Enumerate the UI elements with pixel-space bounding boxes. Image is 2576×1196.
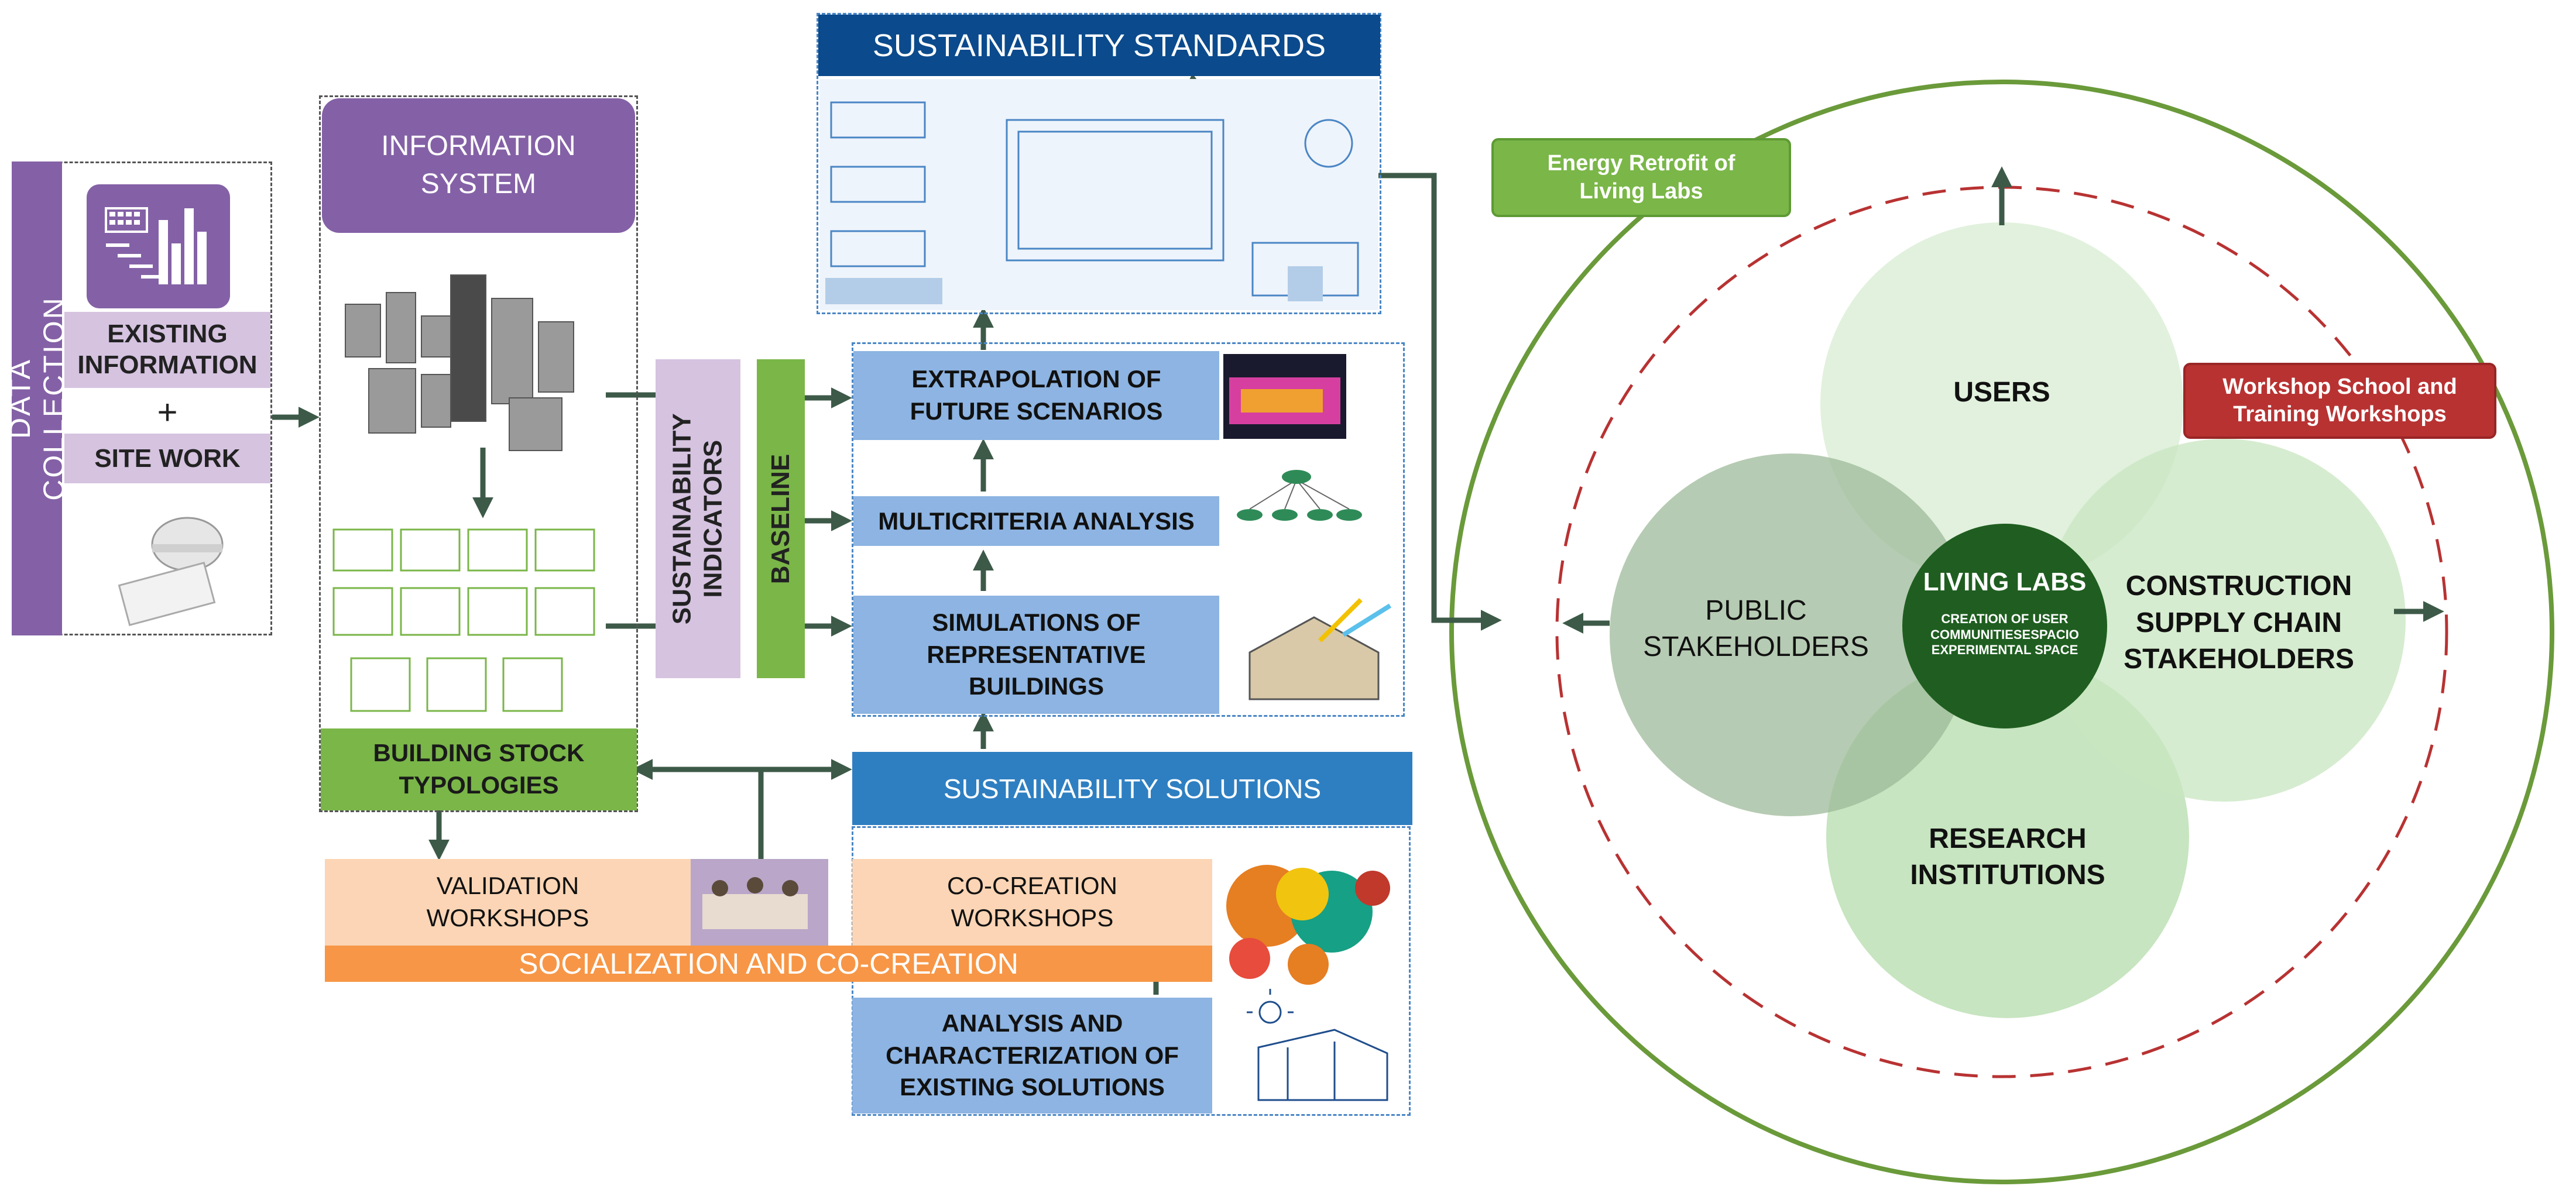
simulations-box: SIMULATIONS OF REPRESENTATIVE BUILDINGS — [853, 596, 1219, 714]
simulation-thumbnail — [1226, 594, 1402, 714]
sustainability-indicators-label: SUSTAINABILITY INDICATORS — [667, 413, 728, 624]
existing-solutions-sketch — [1217, 989, 1405, 1112]
public-circle — [1610, 453, 1973, 816]
chart-icon-tile — [87, 184, 230, 308]
living-labs-center-circle — [1902, 524, 2107, 728]
arrow-standards-to-living-lab — [1367, 173, 1502, 631]
plus-sign: + — [157, 392, 178, 432]
sustainability-standards-title: SUSTAINABILITY STANDARDS — [818, 15, 1380, 76]
city-blocks-image — [345, 274, 574, 451]
validation-workshops-box: VALIDATION WORKSHOPS — [325, 859, 691, 946]
users-circle — [1820, 222, 2183, 585]
living-labs-center-title: LIVING LABS — [1923, 568, 2087, 596]
construction-circle — [2043, 439, 2406, 802]
data-collection-label: DATA COLLECTION — [4, 296, 71, 501]
baseline-bar: BASELINE — [757, 359, 805, 678]
workshop-photo-image — [691, 859, 828, 946]
users-label: USERS — [1953, 376, 2050, 408]
worker-icon — [118, 517, 224, 626]
standards-frame — [817, 13, 1381, 314]
data-collection-bar: DATA COLLECTION — [4, 161, 70, 635]
sustainability-solutions-title: SUSTAINABILITY SOLUTIONS — [852, 752, 1412, 825]
building-stock-typologies-box: BUILDING STOCK TYPOLOGIES — [321, 728, 637, 810]
public-stakeholders-label: PUBLIC STAKEHOLDERS — [1643, 594, 1869, 662]
living-labs-center-subtitle: CREATION OF USER COMMUNITIESESPACIO EXPE… — [1930, 611, 2079, 658]
sustainability-indicators-bar: SUSTAINABILITY INDICATORS — [656, 359, 740, 678]
extrapolation-heatmap-image — [1229, 377, 1340, 424]
construction-stakeholders-label: CONSTRUCTION SUPPLY CHAIN STAKEHOLDERS — [2124, 570, 2354, 675]
socialization-bar: SOCIALIZATION AND CO-CREATION — [325, 946, 1212, 982]
standards-poster — [819, 79, 1378, 310]
validation-photo — [691, 859, 828, 946]
standards-poster-image — [825, 101, 1359, 304]
workshop-school-label: Workshop School and Training Workshops — [2183, 363, 2496, 439]
site-work-box: SITE WORK — [64, 434, 270, 483]
information-system-title: INFORMATION SYSTEM — [322, 98, 635, 233]
analysis-chain-frame — [852, 342, 1405, 717]
existing-information-box: EXISTING INFORMATION — [64, 312, 270, 388]
multicriteria-tree — [1226, 462, 1367, 562]
information-system-frame — [319, 95, 638, 812]
sketch-image — [1247, 989, 1388, 1101]
typology-sketch-image — [332, 528, 595, 712]
extrapolation-box: EXTRAPOLATION OF FUTURE SCENARIOS — [853, 351, 1219, 440]
co-creation-artwork — [1215, 859, 1396, 985]
energy-retrofit-label: Energy Retrofit of Living Labs — [1491, 138, 1791, 217]
site-worker-illustration — [100, 509, 240, 626]
bar-chart-icon — [104, 207, 207, 284]
living-lab-outer-circle — [1449, 80, 2554, 1184]
multicriteria-tree-image — [1237, 470, 1362, 521]
co-creation-art-image — [1226, 865, 1390, 985]
multicriteria-box: MULTICRITERIA ANALYSIS — [853, 496, 1219, 546]
house-simulation-image — [1248, 598, 1392, 700]
extrapolation-thumbnail — [1223, 354, 1346, 439]
baseline-label: BASELINE — [766, 453, 795, 584]
analysis-existing-solutions-box: ANALYSIS AND CHARACTERIZATION OF EXISTIN… — [852, 998, 1212, 1113]
city-3d-model — [334, 269, 609, 462]
research-institutions-label: RESEARCH INSTITUTIONS — [1910, 823, 2105, 891]
typology-drawings — [328, 524, 606, 726]
co-creation-workshops-box: CO-CREATION WORKSHOPS — [852, 859, 1212, 946]
